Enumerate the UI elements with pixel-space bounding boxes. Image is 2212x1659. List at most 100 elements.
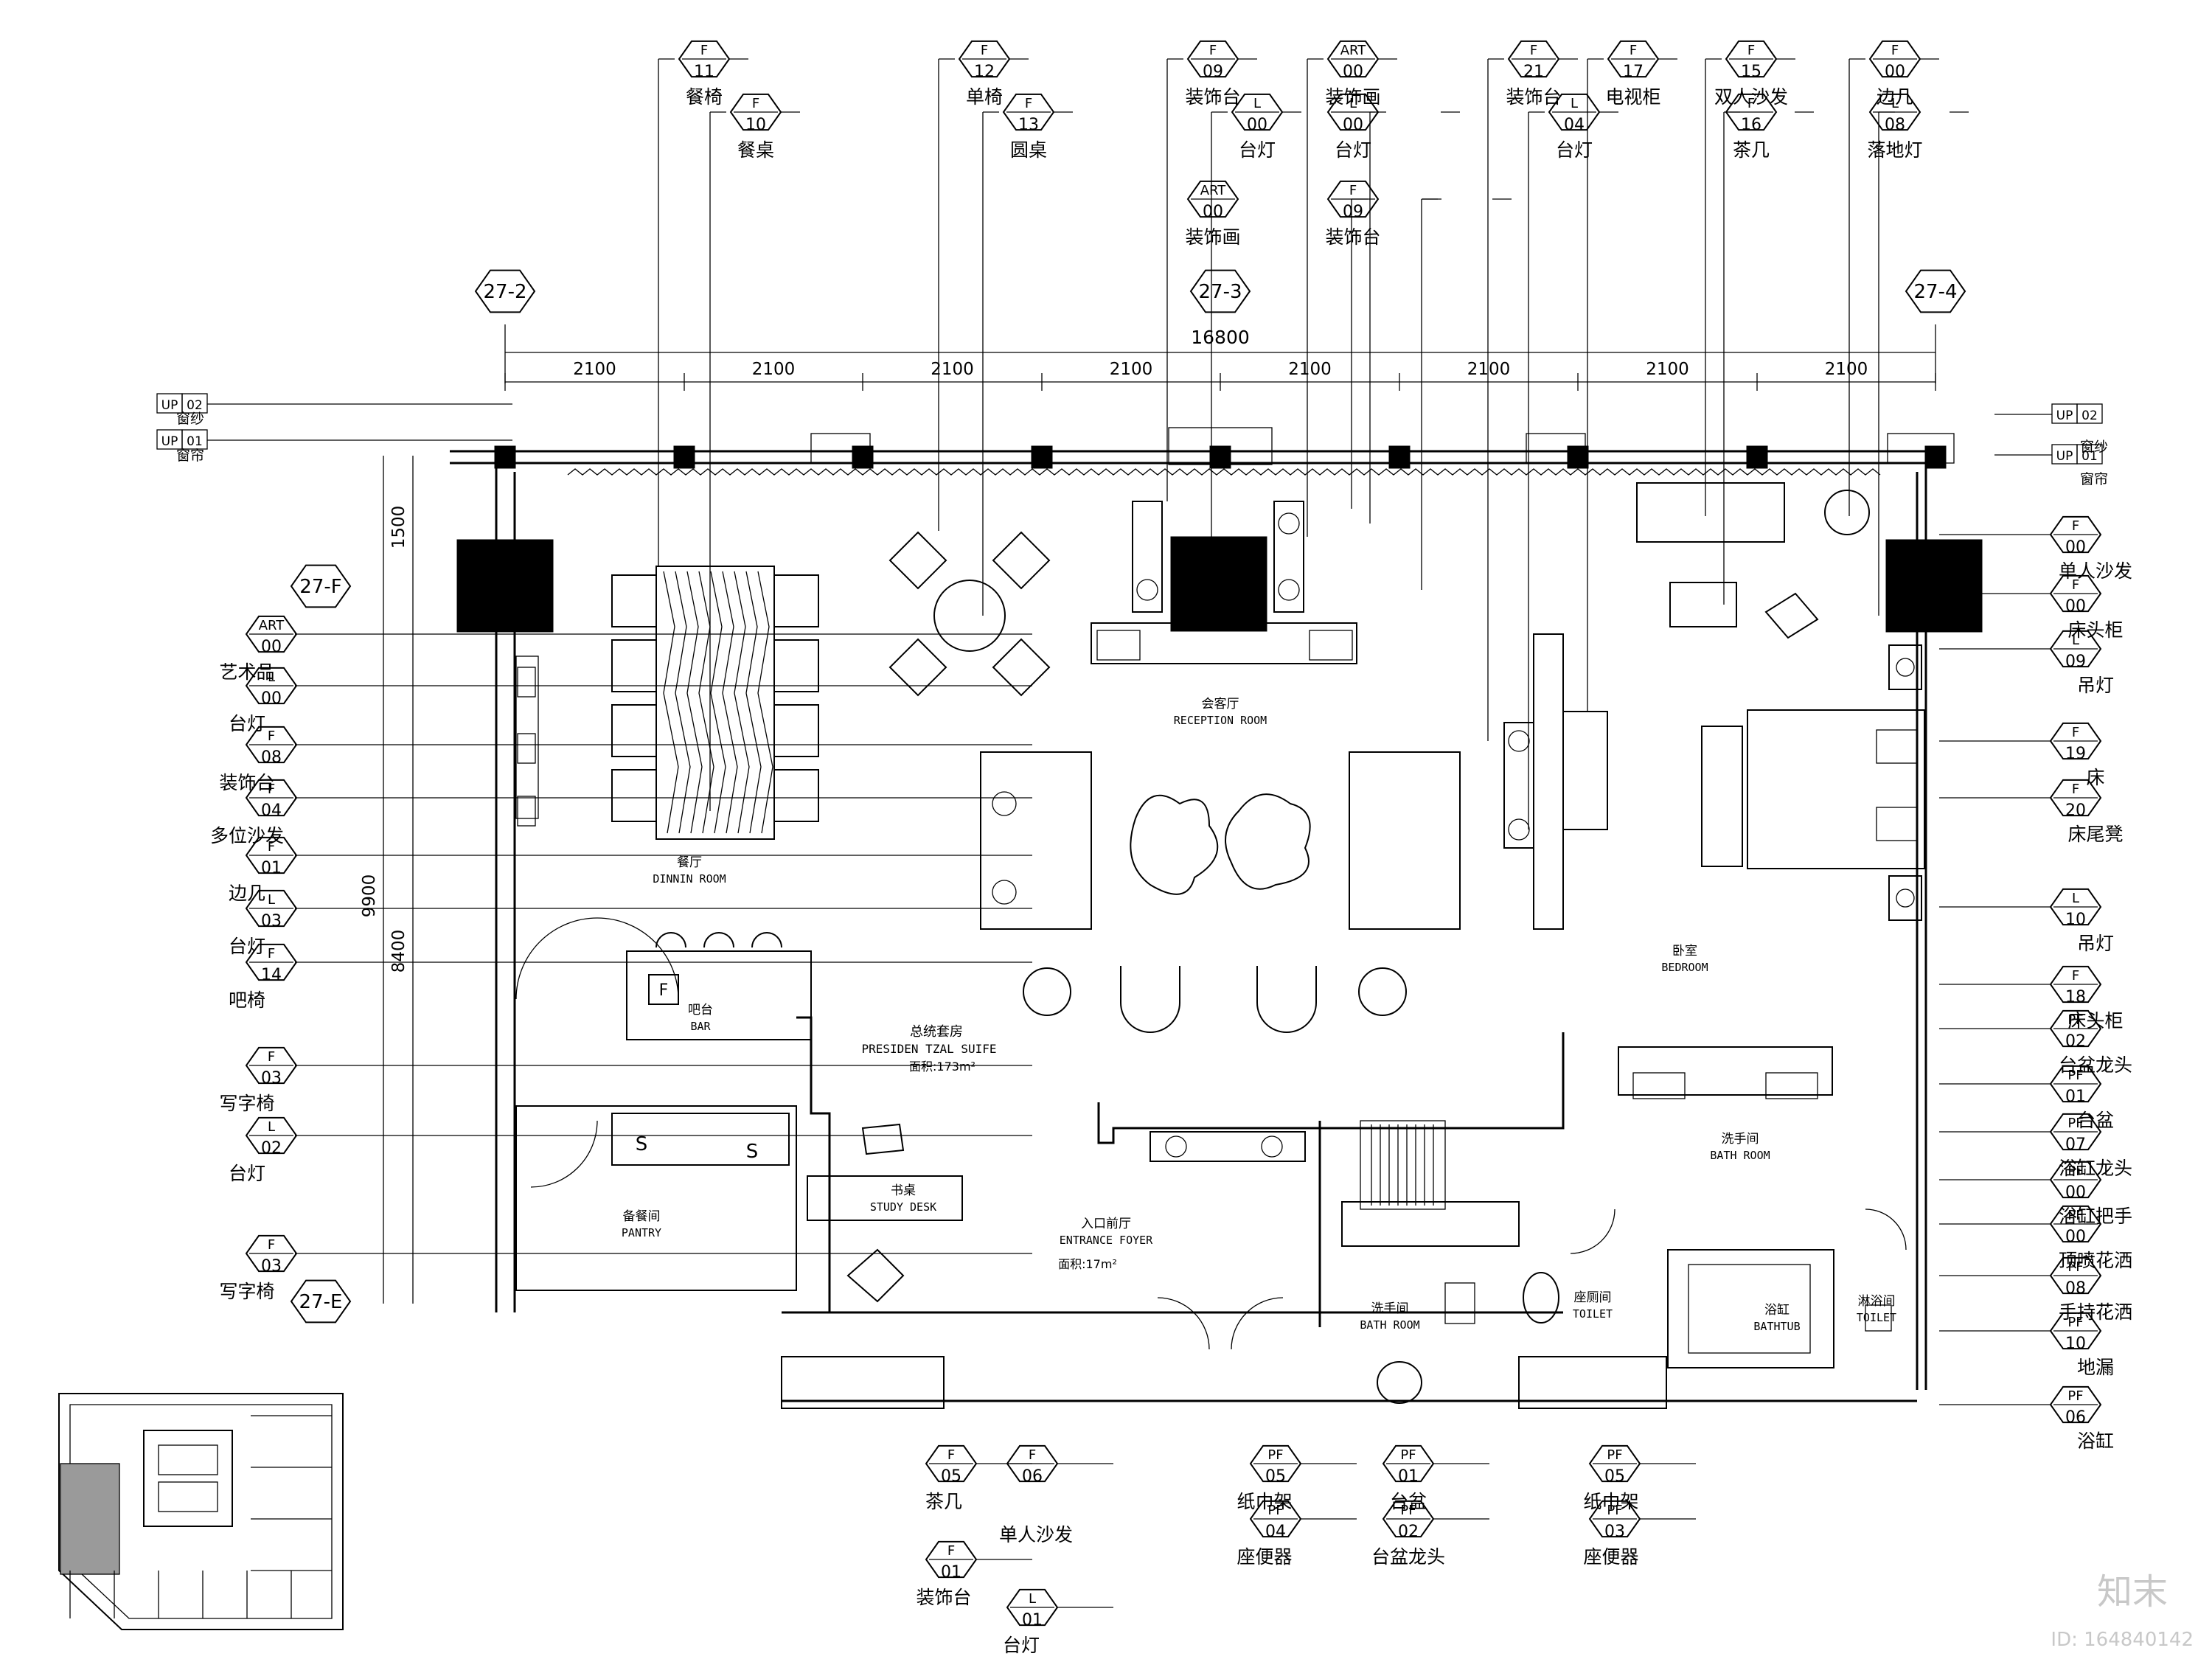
dining-table [655, 566, 775, 840]
bar-mark-box [648, 974, 679, 1005]
lamp [1278, 579, 1300, 601]
tag-hexagon [1231, 93, 1284, 131]
side-table [1273, 501, 1304, 613]
leader-lines [295, 58, 2051, 1608]
tag-label: 床尾凳 [2067, 824, 2123, 845]
tag-number: 10 [2065, 1335, 2086, 1353]
tag-number: 05 [1265, 1467, 1286, 1486]
column [494, 445, 516, 469]
tag-code: F [1747, 96, 1755, 111]
tag-number: 03 [1604, 1523, 1625, 1541]
tag-number: 15 [1741, 63, 1761, 81]
column [1924, 445, 1947, 469]
tag-label: 台灯 [1335, 139, 1371, 161]
single-chair [992, 531, 1051, 590]
tag-code: F [268, 782, 275, 797]
tag-label: 座便器 [1237, 1546, 1292, 1568]
dining-chair [611, 704, 657, 757]
tag-number: 00 [261, 638, 282, 656]
bar-stool [703, 932, 734, 948]
tag-number: 04 [1564, 116, 1585, 134]
grid-label-text: 27-4 [1913, 281, 1957, 303]
tag-hexagon [2049, 515, 2102, 554]
tag-number: 13 [1018, 116, 1039, 134]
bar-area: F [626, 932, 812, 1040]
tag-hexagon [925, 1444, 978, 1483]
tag-label: 写字椅 [219, 1093, 274, 1114]
room-name-cn: 吧台 [688, 1003, 713, 1018]
tag-code: F [1891, 43, 1899, 58]
tag-number: 01 [2065, 1088, 2086, 1106]
tag-hexagon [958, 40, 1011, 78]
tag-number: 14 [261, 966, 282, 984]
window-tag-label: 窗纱 [2080, 439, 2108, 455]
tag-code: F [700, 43, 708, 58]
multi-seat-sofa [1349, 751, 1461, 930]
tag-label: 单人沙发 [2059, 560, 2132, 582]
tag-code: PF [1267, 1503, 1283, 1518]
walls [450, 427, 1983, 1390]
tag-code: PF [2067, 1388, 2083, 1404]
watermark-logo: 知末 [2097, 1571, 2168, 1613]
tag-code: ART [259, 618, 285, 633]
grid-label-text: 27-E [299, 1291, 343, 1313]
table-grain [710, 571, 726, 834]
tag-code: L [1253, 96, 1261, 111]
side-table [1358, 967, 1407, 1016]
side-cabinet [515, 655, 539, 819]
tag-label: 吊灯 [2077, 933, 2114, 954]
tag-code: F [2072, 577, 2079, 593]
tag-code: F [268, 1049, 275, 1065]
tag-number: 00 [2065, 1228, 2086, 1246]
table-grain [698, 571, 714, 834]
tag-hexagon [2049, 888, 2102, 926]
tag-hexagon [1868, 93, 1921, 131]
tag-label: 单椅 [966, 86, 1003, 108]
table-grain [675, 571, 691, 834]
room-name-en: PANTRY [622, 1226, 661, 1239]
dining-chair [773, 769, 819, 822]
pillow [1876, 807, 1918, 841]
tag-label: 浴缸 [2077, 1430, 2114, 1452]
tag-code: F [268, 728, 275, 744]
tag-number: 03 [261, 1257, 282, 1276]
tag-hexagon [729, 93, 782, 131]
tag-label: 吧椅 [229, 990, 265, 1011]
dimension-bay: 2100 [1467, 360, 1511, 379]
tag-hexagon [245, 779, 298, 817]
tag-label: 装饰台 [1185, 86, 1240, 108]
window-tag-code: UP [161, 434, 178, 449]
tag-number: 03 [261, 912, 282, 931]
door-swing [1231, 1297, 1284, 1350]
multi-seat-sofa [980, 751, 1092, 930]
structural-column [1170, 536, 1267, 632]
window-tag-number: 02 [187, 398, 203, 413]
column [1388, 445, 1411, 469]
tag-hexagon [2049, 1065, 2102, 1103]
tag-number: 03 [261, 1069, 282, 1088]
project-room-cn: 总统套房 [910, 1024, 963, 1040]
tag-label: 装饰台 [1506, 86, 1561, 108]
bathtub [1667, 1249, 1834, 1368]
tag-hexagon [1382, 1500, 1435, 1538]
window-tag-code: UP [2056, 408, 2073, 423]
tag-number: 20 [2065, 801, 2086, 820]
tag-label: 台盆龙头 [2059, 1054, 2132, 1076]
tag-hexagon [245, 615, 298, 653]
tag-code: F [2072, 968, 2079, 984]
